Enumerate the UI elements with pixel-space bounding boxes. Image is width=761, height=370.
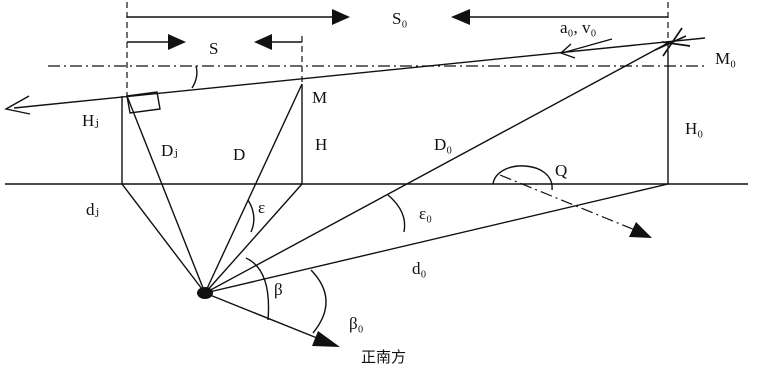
epsilon0-arc <box>387 194 406 233</box>
q-heading-arrowhead <box>629 222 652 238</box>
q-heading-line <box>499 174 636 231</box>
right-angle-square <box>126 91 161 114</box>
line-d-ground <box>204 183 303 294</box>
label-h: H <box>315 135 327 154</box>
line-dj <box>126 95 206 294</box>
beta0-arc <box>310 269 327 334</box>
line-d0-ground <box>204 183 669 294</box>
label-dj-ground: dⱼ <box>86 200 99 219</box>
label-h0: H₀ <box>685 119 703 138</box>
label-d0: D₀ <box>434 135 452 154</box>
label-beta: β <box>274 280 283 299</box>
velocity-arrow-line <box>561 38 613 54</box>
label-d: D <box>233 145 245 164</box>
label-south-direction: 正南方 <box>361 348 406 366</box>
target-m0-mark-3 <box>661 41 691 47</box>
label-m0: M₀ <box>715 49 736 68</box>
s0-arrow-left <box>451 9 470 25</box>
beta-arc <box>245 257 270 321</box>
s-arrow-right <box>168 34 186 50</box>
label-s0: S₀ <box>392 9 407 28</box>
flight-path-arrowhead <box>4 95 31 115</box>
line-d <box>204 83 303 294</box>
observer-point <box>197 287 213 299</box>
label-hj: Hⱼ <box>82 111 99 130</box>
south-arrowhead <box>312 331 340 347</box>
label-epsilon: ε <box>258 198 265 217</box>
label-epsilon0: ε₀ <box>419 204 432 223</box>
flight-path-line <box>13 37 706 109</box>
label-a0-v0: a₀, v₀ <box>560 18 596 37</box>
label-m: M <box>312 88 327 107</box>
label-dj: Dⱼ <box>161 141 178 160</box>
s0-arrow-right <box>332 9 350 25</box>
label-s: S <box>209 39 218 58</box>
target-m0-mark-2 <box>662 27 683 57</box>
line-dj-ground <box>121 183 206 294</box>
label-beta0: β₀ <box>349 314 364 333</box>
velocity-arrowhead <box>559 43 576 59</box>
angle-arc-top <box>191 65 198 89</box>
epsilon-arc <box>247 199 255 233</box>
q-angle-arc <box>492 165 553 191</box>
label-q: Q <box>555 161 567 180</box>
line-d0 <box>204 42 669 294</box>
s-arrow-left <box>254 34 272 50</box>
label-d0-ground: d₀ <box>412 259 427 278</box>
south-arrow-line <box>204 292 323 341</box>
